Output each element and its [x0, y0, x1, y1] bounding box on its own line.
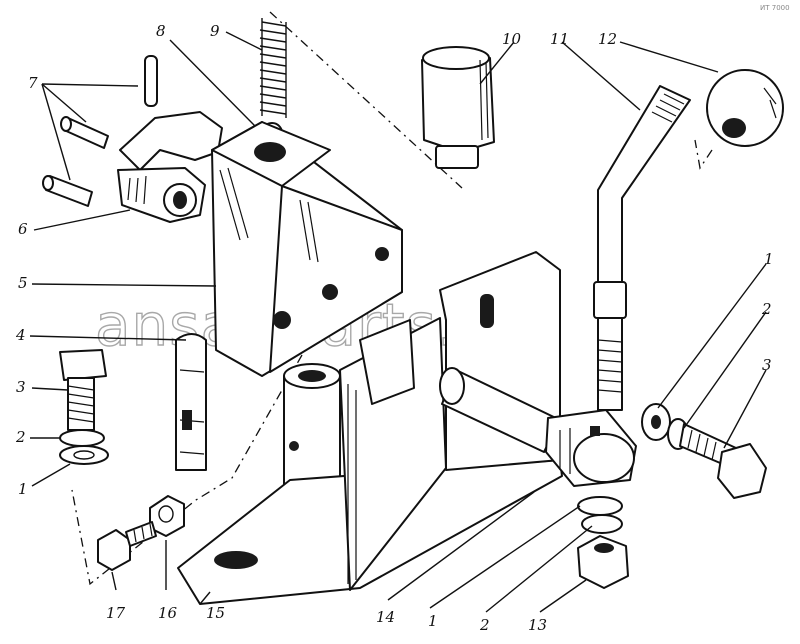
label-16: 16 [158, 604, 178, 622]
label-3: 3 [16, 378, 26, 396]
bushing [283, 363, 341, 503]
label-4: 4 [15, 326, 26, 344]
axis-lines [71, 11, 713, 586]
part-2-washer-bottom [581, 514, 623, 534]
label-1: 1 [18, 480, 28, 498]
label-3-right: 3 [762, 356, 772, 374]
label-11: 11 [550, 30, 569, 48]
part-4-plunger [175, 333, 207, 471]
label-7: 7 [28, 74, 38, 92]
label-10: 10 [502, 30, 522, 48]
part-12-knob [706, 69, 784, 147]
label-6: 6 [18, 220, 28, 238]
part-15-bracket [177, 251, 563, 605]
part-3-bolt-left [59, 349, 107, 431]
part-17-bolt [97, 521, 157, 571]
label-1-right: 1 [764, 250, 774, 268]
leader-lines [29, 31, 767, 613]
label-2-bottom: 2 [479, 616, 490, 634]
part-11-shift-lever [593, 85, 691, 411]
corner-mark: ИТ 7000 [760, 4, 790, 12]
part-5-housing [211, 121, 403, 377]
label-2: 2 [15, 428, 26, 446]
part-6-shift-fork [117, 111, 223, 223]
lever-shaft-clamp [439, 367, 637, 487]
part-1-washer-bottom [577, 496, 623, 516]
part-2-washer-left [59, 429, 105, 447]
label-15: 15 [206, 604, 225, 622]
part-10-cap-nut [421, 46, 495, 169]
label-12: 12 [598, 30, 617, 48]
part-7-pins [42, 55, 158, 207]
label-1-bottom: 1 [428, 612, 438, 630]
label-13: 13 [528, 616, 547, 634]
label-17: 17 [106, 604, 126, 622]
label-9: 9 [210, 22, 220, 40]
label-14: 14 [376, 608, 395, 626]
part-13-nut [577, 535, 629, 589]
label-5: 5 [18, 274, 28, 292]
callout-labels: 7 8 9 10 11 12 6 5 4 3 2 1 1 2 3 17 16 1… [15, 22, 774, 634]
label-8: 8 [156, 22, 166, 40]
part-1-washer-right [641, 403, 671, 441]
part-3-bolt-right [679, 423, 767, 499]
label-2-right: 2 [761, 300, 772, 318]
part-1-washer-left [59, 445, 109, 465]
